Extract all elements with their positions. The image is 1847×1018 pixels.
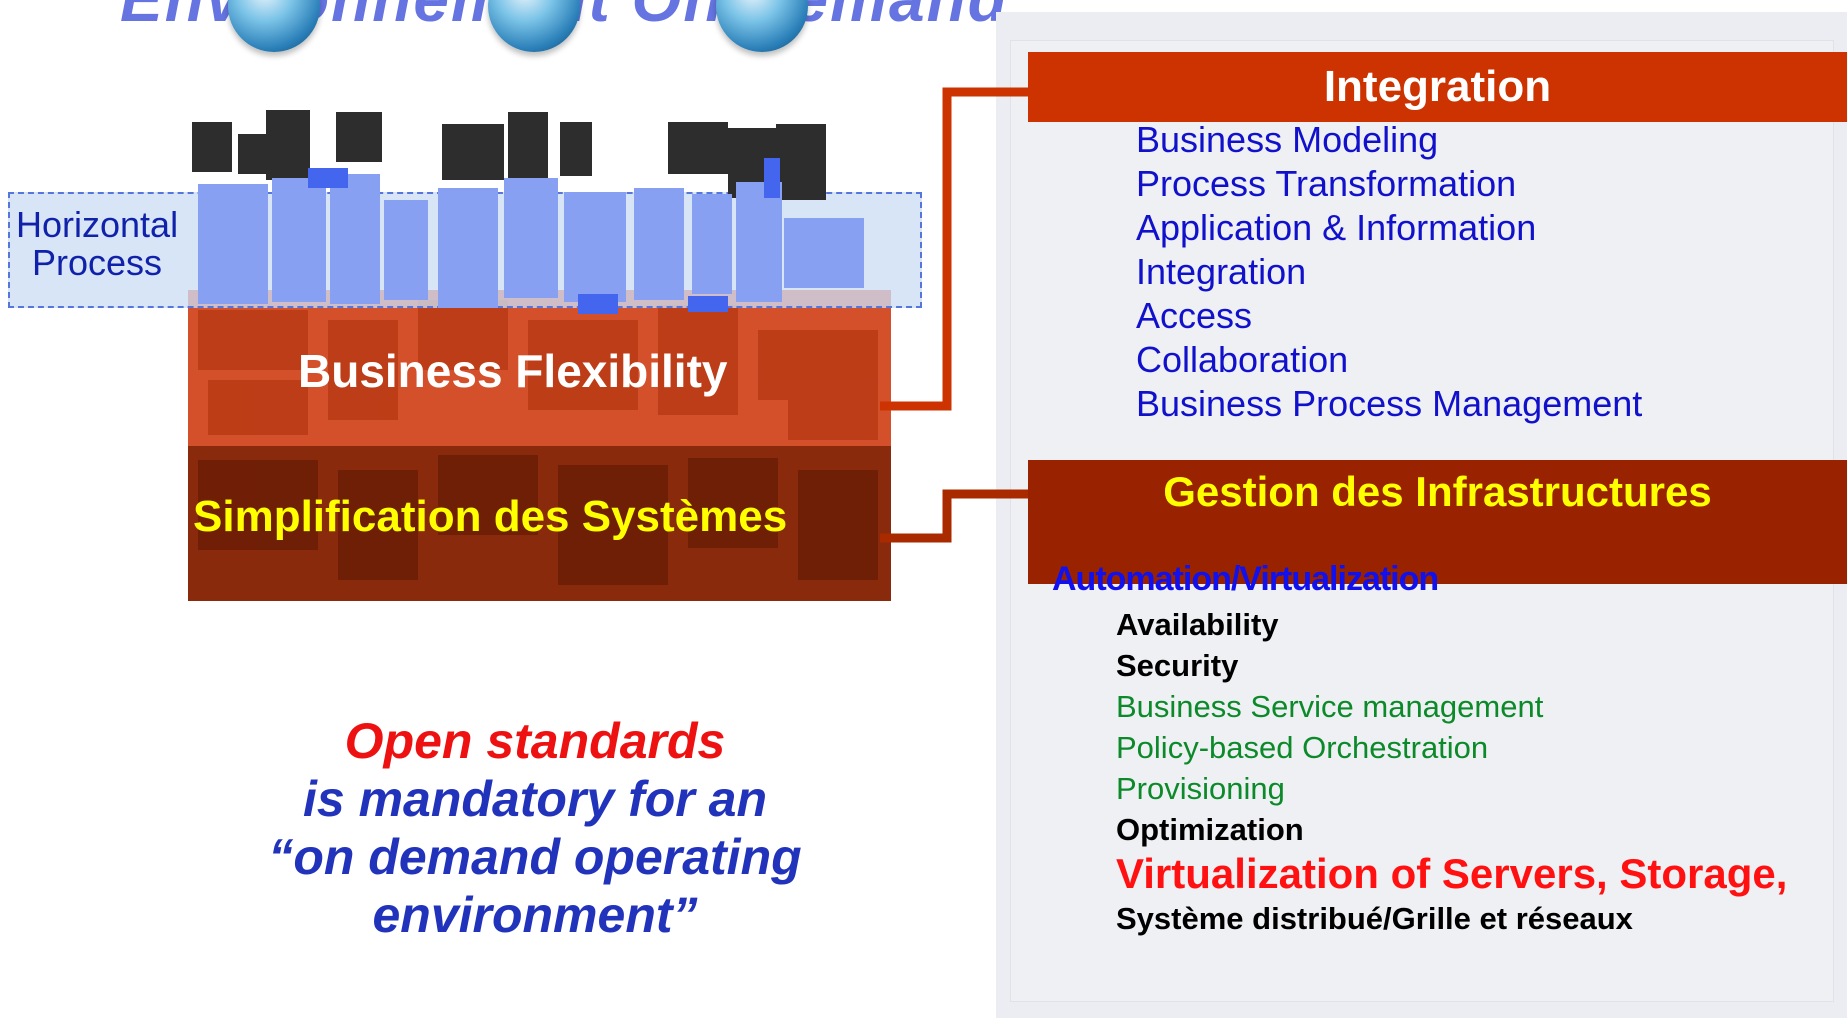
integration-list: Business Modeling Process Transformation… <box>1136 118 1642 426</box>
list-item: Policy-based Orchestration <box>1116 730 1489 765</box>
list-item: Provisioning <box>1116 771 1285 806</box>
horizontal-process-label: Horizontal Process <box>16 206 178 282</box>
horizontal-label-line2: Process <box>32 242 163 283</box>
list-item: Business Process Management <box>1136 383 1643 424</box>
infrastructure-list: Availability Security Business Service m… <box>1116 604 1787 939</box>
list-item: Integration <box>1136 251 1307 292</box>
automation-subtitle: Automation/Virtualization <box>1052 560 1439 598</box>
list-item: Security <box>1116 648 1239 683</box>
business-flexibility-label: Business Flexibility <box>298 345 728 397</box>
list-item: Business Modeling <box>1136 119 1439 160</box>
mandatory-line1: is mandatory for an <box>303 771 767 827</box>
list-item: Availability <box>1116 607 1279 642</box>
horizontal-label-line1: Horizontal <box>16 204 179 245</box>
list-item: Access <box>1136 295 1253 336</box>
list-item: Business Service management <box>1116 689 1544 724</box>
simplification-label: Simplification des Systèmes <box>193 492 788 541</box>
list-item: Virtualization of Servers, Storage, <box>1116 850 1788 897</box>
list-item: Optimization <box>1116 812 1304 847</box>
list-item: Système distribué/Grille et réseaux <box>1116 901 1633 936</box>
process-blocks <box>192 110 864 314</box>
integration-header: Integration <box>1028 52 1847 122</box>
brick-layers <box>188 290 891 601</box>
list-item: Process Transformation <box>1136 163 1517 204</box>
list-item: Application & Information <box>1136 207 1537 248</box>
list-item: Collaboration <box>1136 339 1349 380</box>
open-standards-text: Open standards <box>344 713 726 769</box>
gestion-header: Gestion des Infrastructures <box>1028 460 1847 584</box>
mandatory-line2: “on demand operating environment” <box>268 829 802 943</box>
mandatory-text: is mandatory for an “on demand operating… <box>160 770 910 944</box>
